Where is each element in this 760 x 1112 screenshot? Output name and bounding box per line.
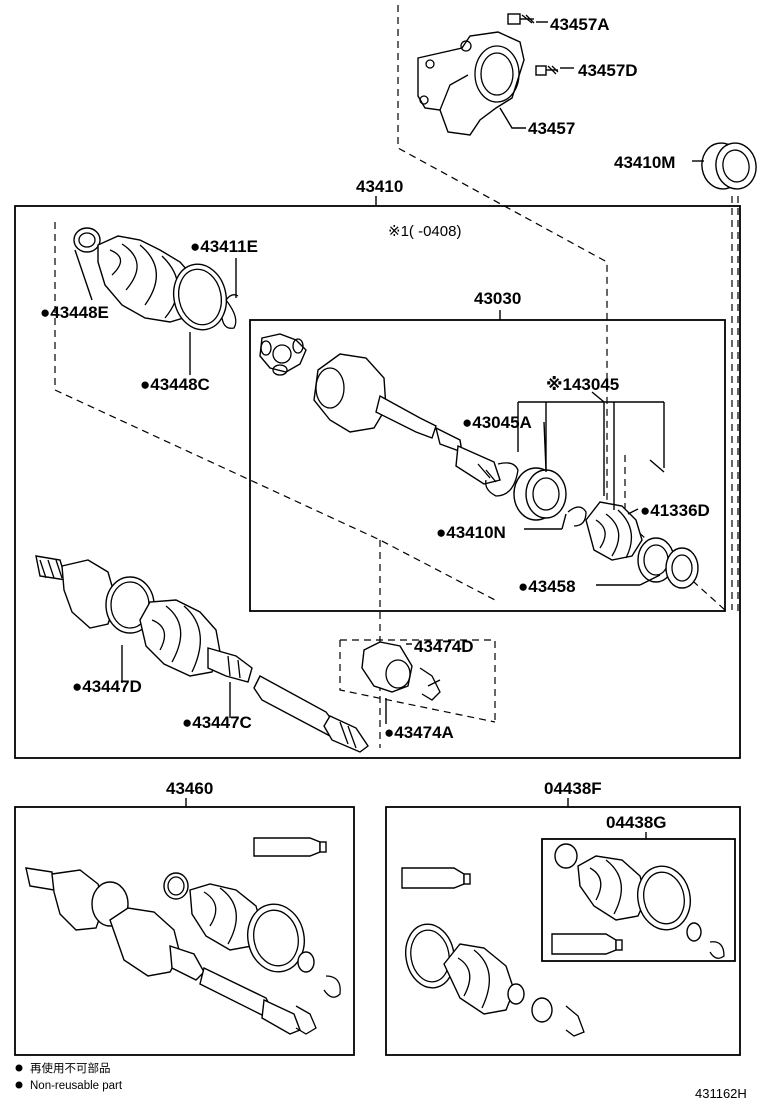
box-04438F	[385, 806, 741, 1056]
label-43457: 43457	[528, 119, 575, 138]
legend-en: Non-reusable part	[30, 1080, 123, 1092]
label-43030: 43030	[474, 289, 521, 308]
label-04438F: 04438F	[544, 779, 602, 798]
boot-kit-04438F	[401, 843, 725, 1037]
label-43410M: 43410M	[614, 153, 675, 172]
box-04438G	[541, 838, 736, 962]
label-43410: 43410	[356, 177, 403, 196]
label-04438G: 04438G	[606, 813, 667, 832]
label-43410N: ●43410N	[436, 523, 506, 542]
label-43411E: ●43411E	[190, 237, 258, 256]
label-43474D: 43474D	[414, 637, 474, 656]
assembly-43460	[25, 837, 341, 1035]
outer-boot-upper	[73, 227, 239, 331]
label-43448E: ●43448E	[40, 303, 109, 322]
label-43457D: 43457D	[578, 61, 638, 80]
legend-jp: 再使用不可部品	[30, 1061, 111, 1075]
label-41336D: ●41336D	[640, 501, 710, 520]
box-43460	[14, 806, 355, 1056]
label-date-note: ※1( -0408)	[388, 223, 461, 240]
legend-dot-jp	[15, 1064, 23, 1072]
inner-joint-parts	[259, 333, 699, 589]
label-43447D: ●43447D	[72, 677, 142, 696]
label-43448C: ●43448C	[140, 375, 210, 394]
bearing-bracket	[417, 13, 559, 136]
label-43458: ●43458	[518, 577, 576, 596]
bearing-43410M	[701, 142, 757, 190]
label-43447C: ●43447C	[182, 713, 252, 732]
legend-dot-en	[15, 1081, 23, 1089]
box-43030	[249, 319, 726, 612]
legend: 再使用不可部品 Non-reusable part	[15, 1061, 123, 1092]
label-43460: 43460	[166, 779, 213, 798]
label-43045: ※143045	[546, 375, 619, 394]
label-43045A: ●43045A	[462, 413, 532, 432]
label-43457A: 43457A	[550, 15, 610, 34]
box-43410	[14, 205, 741, 759]
label-43474A: ●43474A	[384, 723, 454, 742]
diagram-code: 431162H	[695, 1086, 747, 1101]
part-labels: 43457A 43457D 43457 43410M 43410 ※1( -04…	[40, 15, 710, 832]
drive-shaft-main	[35, 555, 441, 753]
